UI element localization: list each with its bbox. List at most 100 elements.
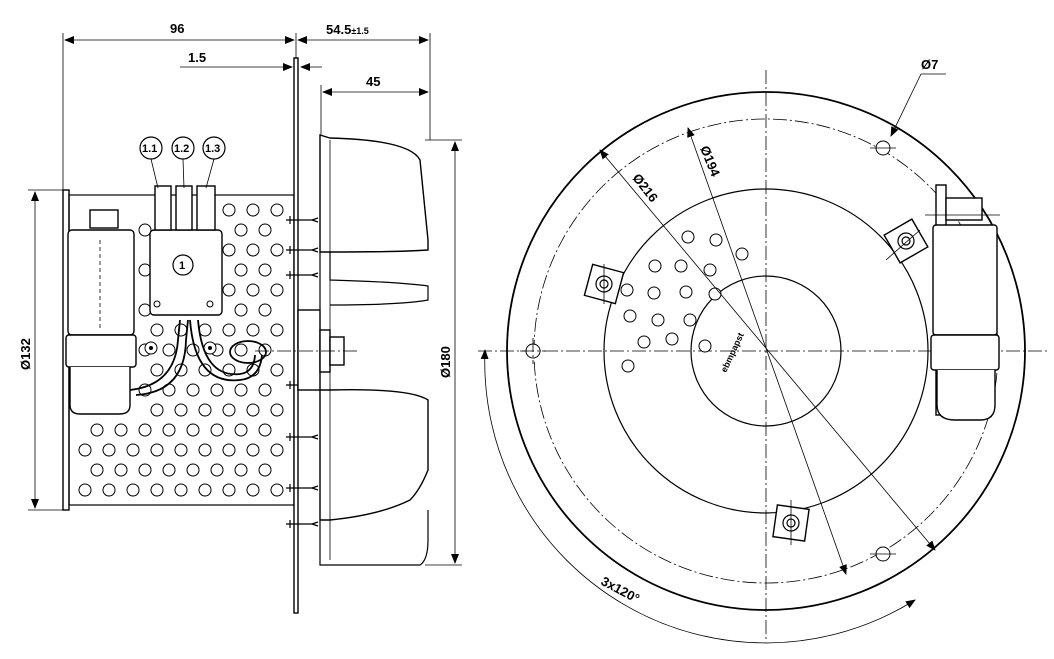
flange-screws — [286, 216, 319, 528]
perforation-hole — [174, 323, 188, 337]
callout-1: 1 — [172, 254, 194, 276]
perforation-hole — [162, 463, 176, 477]
perforation-hole — [270, 403, 284, 417]
perforation-hole — [246, 443, 260, 457]
screw-pads — [583, 218, 929, 545]
perforation-hole — [258, 223, 272, 237]
dim-hole-diameter: Ø7 — [890, 57, 946, 137]
perforation-hole — [114, 423, 128, 437]
perforation-hole — [150, 443, 164, 457]
perforation-hole — [78, 443, 92, 457]
perforation-hole — [150, 483, 164, 497]
perforation-hole — [162, 343, 176, 357]
perforation-hole — [246, 283, 260, 297]
dim-hole-spacing: 3x120° — [480, 349, 916, 644]
plate-hole — [651, 313, 665, 327]
perforation-hole — [222, 483, 236, 497]
perforation-hole — [222, 443, 236, 457]
front-capacitor — [925, 184, 1000, 421]
perforation-hole — [222, 243, 236, 257]
plate-hole — [679, 285, 693, 299]
svg-text:54.5±1.5: 54.5±1.5 — [326, 22, 369, 37]
perforation-hole — [150, 403, 164, 417]
perforation-hole — [222, 203, 236, 217]
perforation-hole — [246, 323, 260, 337]
dim-impeller-depth: 45 — [322, 74, 429, 96]
capacitor — [65, 209, 158, 415]
svg-text:Ø7: Ø7 — [921, 57, 938, 72]
perforation-hole — [198, 363, 212, 377]
dim-impeller-diameter: Ø180 — [425, 139, 462, 566]
perforation-hole — [198, 443, 212, 457]
perforation-hole — [234, 463, 248, 477]
plate-hole — [674, 259, 688, 273]
perforation-hole — [102, 443, 116, 457]
perforation-hole — [258, 383, 272, 397]
plate-hole — [648, 259, 662, 273]
plate-hole — [735, 247, 749, 261]
perforation-hole — [270, 363, 284, 377]
perforation-hole — [234, 423, 248, 437]
cable — [129, 319, 267, 396]
plate-hole — [708, 287, 722, 301]
perforation-hole — [210, 423, 224, 437]
perforation-hole — [222, 283, 236, 297]
perforation-hole — [126, 483, 140, 497]
perforation-hole — [198, 403, 212, 417]
perforation-hole — [162, 423, 176, 437]
perforation-hole — [174, 483, 188, 497]
perforation-hole — [174, 443, 188, 457]
plate-hole — [703, 263, 717, 277]
dim-flange-thickness: 1.5 — [180, 50, 322, 71]
perforation-hole — [174, 403, 188, 417]
perforation-hole — [114, 463, 128, 477]
plate-hole — [621, 359, 635, 373]
perforation-hole — [246, 403, 260, 417]
svg-text:1: 1 — [179, 260, 185, 272]
front-view: ebmpapst Ø216 Ø194 Ø7 3x120° — [478, 57, 1050, 644]
callout-1-3: 1.3 — [202, 136, 226, 189]
svg-text:1.2: 1.2 — [174, 143, 189, 155]
svg-text:45: 45 — [366, 74, 380, 89]
perforation-hole — [186, 383, 200, 397]
perforation-hole — [258, 423, 272, 437]
perforation-hole — [270, 203, 284, 217]
perforation-hole — [198, 483, 212, 497]
brand-label: ebmpapst — [719, 331, 746, 374]
perforation-hole — [234, 383, 248, 397]
plate-hole — [647, 286, 661, 300]
perforation-hole — [270, 243, 284, 257]
perforation-hole — [246, 203, 260, 217]
plate-hole — [681, 230, 695, 244]
svg-text:3x120°: 3x120° — [599, 573, 643, 606]
perforation-hole — [222, 403, 236, 417]
perforation-hole — [138, 303, 152, 317]
perforation-hole — [246, 243, 260, 257]
svg-text:1.3: 1.3 — [205, 143, 220, 155]
perforation-hole — [78, 483, 92, 497]
svg-text:1.1: 1.1 — [142, 143, 157, 155]
perforation-hole — [246, 483, 260, 497]
perforation-hole — [150, 363, 164, 377]
perforation-hole — [150, 323, 164, 337]
perforation-hole — [186, 463, 200, 477]
perforation-hole — [270, 483, 284, 497]
perforation-hole — [222, 323, 236, 337]
perforation-hole — [258, 463, 272, 477]
perforation-hole — [210, 463, 224, 477]
plate-hole — [698, 339, 712, 353]
perforation-hole — [234, 263, 248, 277]
perforation-hole — [258, 303, 272, 317]
perforation-hole — [90, 423, 104, 437]
perforation-hole — [270, 443, 284, 457]
plate-hole — [637, 335, 651, 349]
callout-1-2: 1.2 — [171, 136, 195, 189]
terminal-box — [149, 185, 223, 355]
plate-hole — [665, 332, 679, 346]
perforation-hole — [138, 463, 152, 477]
callout-1-1: 1.1 — [139, 136, 163, 189]
plate-hole — [683, 313, 697, 327]
plate-hole — [709, 233, 723, 247]
dim-plate-diameter: Ø216 — [599, 149, 936, 551]
perforation-hole — [210, 383, 224, 397]
